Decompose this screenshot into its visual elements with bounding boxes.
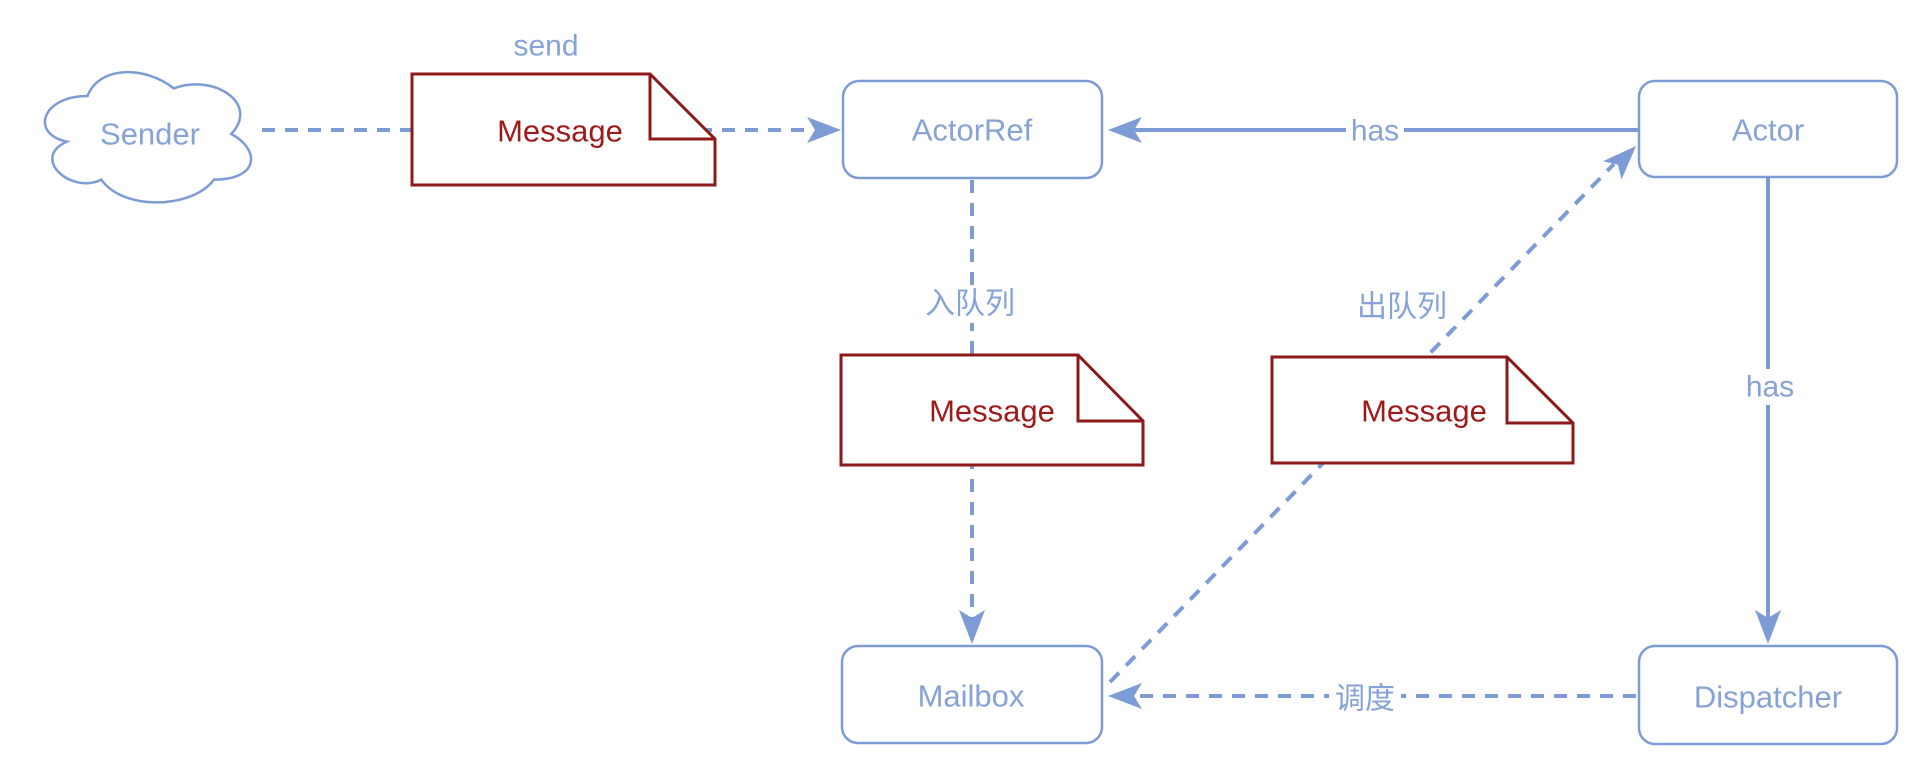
mailbox-node-label: Mailbox	[918, 679, 1025, 714]
mailbox-node-box	[840, 644, 1104, 745]
message-note-enqueue-shape	[839, 353, 1145, 467]
actor-node-box	[1637, 79, 1899, 179]
dequeue-edge	[1108, 146, 1636, 684]
message-note-dequeue-label: Message	[1361, 394, 1487, 429]
dispatcher-node-label: Dispatcher	[1694, 680, 1842, 715]
actor-has-dispatcher-label: has	[1746, 371, 1794, 404]
enqueue-arrowhead-icon	[959, 610, 985, 644]
dispatcher-node: Dispatcher	[1637, 644, 1899, 746]
dequeue-arrowhead-icon	[1602, 146, 1636, 180]
message-note-send: Message	[410, 72, 717, 187]
actor-has-actorref-arrowhead-icon	[1108, 117, 1142, 143]
enqueue-label-bg	[916, 286, 1024, 323]
dispatch-arrowhead-icon	[1108, 683, 1142, 709]
enqueue-edge-label: 入队列	[925, 288, 1015, 321]
dispatch-edge-label-group: 调度	[1329, 681, 1401, 718]
dispatcher-node-box	[1637, 644, 1899, 746]
send-edge	[262, 117, 841, 143]
message-note-send-label: Message	[497, 114, 623, 149]
message-note-dequeue: Message	[1270, 355, 1575, 465]
mailbox-node: Mailbox	[840, 644, 1104, 745]
message-note-send-fold-icon	[648, 74, 715, 141]
enqueue-edge	[959, 180, 985, 644]
actor-has-actorref-label-group: has	[1346, 112, 1404, 148]
dequeue-edge-line	[1108, 162, 1616, 684]
dispatch-label-bg	[1329, 681, 1401, 718]
actorref-node: ActorRef	[841, 79, 1104, 180]
dispatch-edge	[1108, 683, 1636, 709]
actor-node-label: Actor	[1732, 113, 1804, 148]
actor-has-actorref-label-bg	[1346, 112, 1404, 148]
dequeue-label-bg	[1348, 289, 1456, 326]
message-note-enqueue-fold-icon	[1076, 355, 1143, 423]
dequeue-edge-label: 出队列	[1357, 291, 1447, 324]
send-edge-label-group: send	[513, 30, 578, 63]
dequeue-edge-label-group: 出队列	[1348, 289, 1456, 326]
message-note-dequeue-fold-icon	[1505, 357, 1573, 425]
actor-has-dispatcher-label-group: has	[1742, 369, 1798, 405]
sender-node: Sender	[43, 70, 253, 204]
actor-node: Actor	[1637, 79, 1899, 179]
actorref-node-label: ActorRef	[912, 113, 1033, 148]
actorref-node-box	[841, 79, 1104, 180]
actor-has-dispatcher-arrowhead-icon	[1755, 610, 1781, 644]
enqueue-edge-label-group: 入队列	[916, 286, 1024, 323]
dispatch-edge-label: 调度	[1335, 683, 1395, 716]
message-note-enqueue-label: Message	[929, 394, 1055, 429]
actor-has-dispatcher-label-bg	[1742, 369, 1798, 405]
message-note-dequeue-shape	[1270, 355, 1575, 465]
send-edge-label: send	[513, 30, 578, 63]
message-note-enqueue: Message	[839, 353, 1145, 467]
sender-node-label: Sender	[100, 117, 200, 152]
message-note-send-shape	[410, 72, 717, 187]
send-arrowhead-icon	[807, 117, 841, 143]
actor-has-dispatcher-edge	[1755, 177, 1781, 644]
sender-cloud-icon	[43, 70, 253, 204]
actor-has-actorref-label: has	[1351, 115, 1399, 148]
